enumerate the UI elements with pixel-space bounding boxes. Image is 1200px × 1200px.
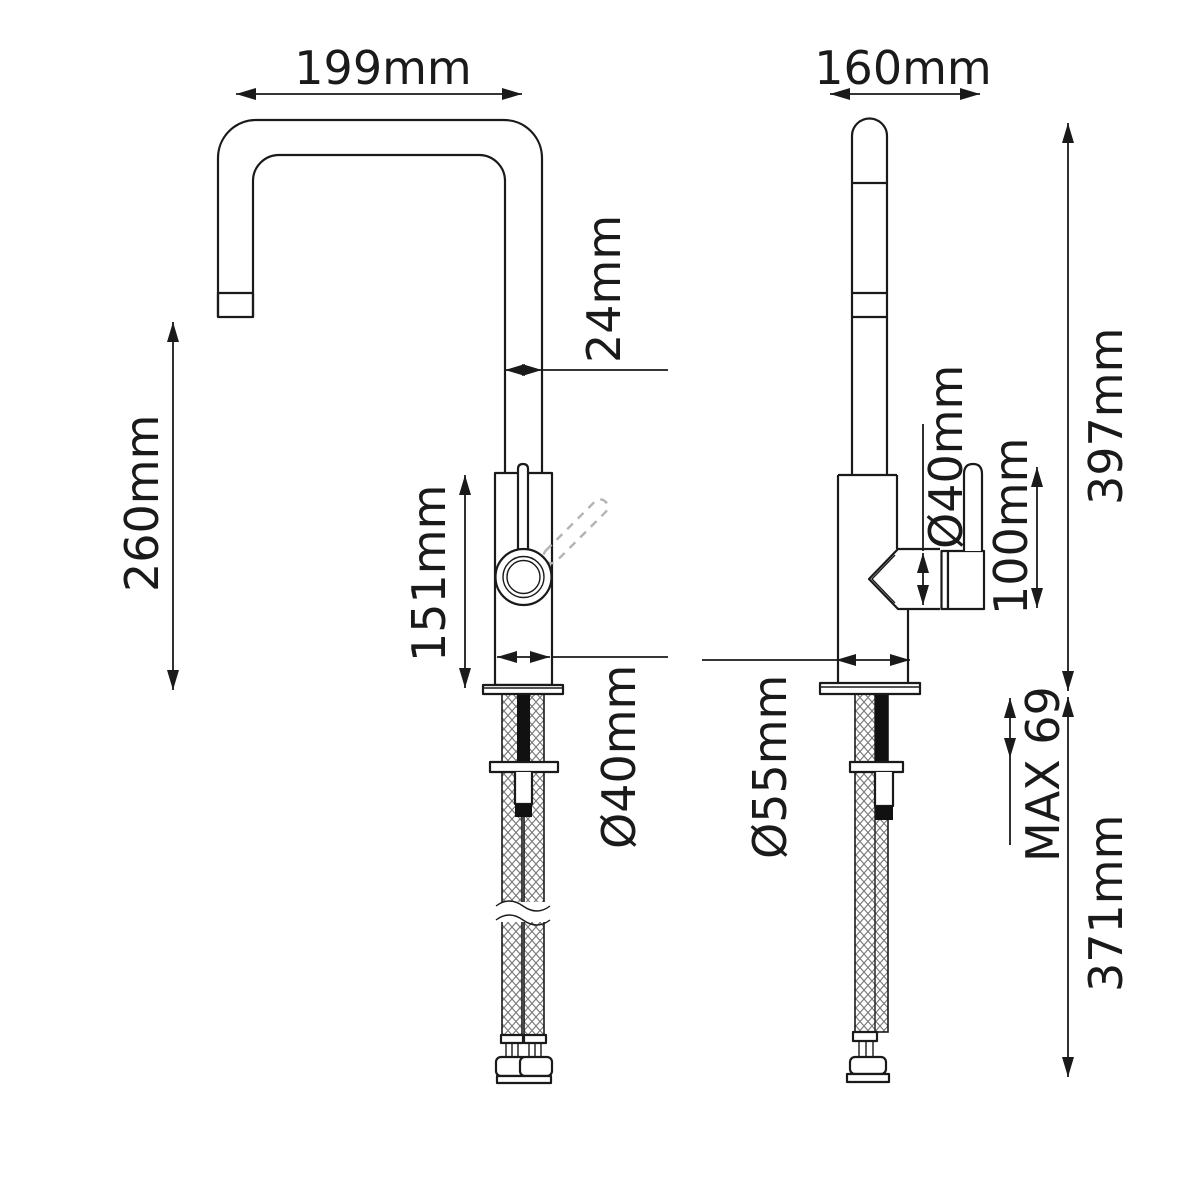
body-front <box>493 462 609 687</box>
threaded-rod-side <box>875 694 888 762</box>
dim-label-spout-clearance: 260mm <box>115 415 169 592</box>
hex-nut-front-2 <box>518 1055 554 1078</box>
dim-base-side: Ø55mm <box>702 654 910 859</box>
spout-cap-side <box>850 117 889 183</box>
dim-body-height: 151mm <box>402 475 471 688</box>
handle-joint-ring-inner <box>506 559 541 595</box>
mounting-washer-front <box>488 760 560 774</box>
spout-outlet <box>216 291 255 319</box>
mounting-stud-tip-side <box>875 806 893 820</box>
hose-collar-front-2 <box>522 1033 548 1045</box>
dim-label-base-side: Ø55mm <box>743 675 797 859</box>
front-view <box>216 118 609 1085</box>
dim-handle-length: 100mm <box>984 438 1043 615</box>
flange-front <box>481 683 565 696</box>
dim-label-body-height: 151mm <box>402 485 456 662</box>
dim-label-spout-tube: 24mm <box>577 215 631 363</box>
side-view <box>818 117 986 1084</box>
base-flange-front <box>481 683 565 696</box>
lever-phantom <box>542 498 609 565</box>
hex-nut-side <box>848 1055 888 1076</box>
handle-barrel <box>946 549 986 611</box>
spout-side <box>850 117 889 475</box>
dim-spout-reach: 199mm <box>236 41 522 100</box>
handle-cone-chamfer <box>871 554 896 604</box>
base-flange-side <box>818 681 922 696</box>
dim-label-spout-reach: 199mm <box>294 41 471 95</box>
hose-break-wave-bottom <box>495 914 551 926</box>
spout-column-side <box>850 183 889 475</box>
dim-max-worktop: MAX 69 <box>1004 686 1070 862</box>
hose-break-wave-top <box>495 900 551 912</box>
handle-joint-ring-mid <box>502 555 545 599</box>
dim-spout-clearance: 260mm <box>115 322 179 690</box>
mounting-stud-front <box>513 772 534 806</box>
mounting-stud-tip-front <box>515 804 532 817</box>
spout-inner-edge <box>251 153 507 473</box>
hoses-front <box>488 693 560 1085</box>
nut-plate-side <box>845 1072 891 1084</box>
dim-label-handle-joint: Ø40mm <box>919 365 973 549</box>
dim-label-max-worktop: MAX 69 <box>1016 686 1070 862</box>
mounting-washer-side <box>848 760 905 774</box>
dim-total-height: 397mm <box>1062 123 1133 691</box>
dim-spout-tube: 24mm <box>505 215 668 376</box>
dim-below-worktop: 371mm <box>1062 697 1133 1077</box>
threaded-rod-front <box>517 694 530 762</box>
dim-base-front: Ø40mm <box>497 651 668 849</box>
dim-label-side-reach: 160mm <box>814 41 991 95</box>
dim-label-base-front: Ø40mm <box>592 665 646 849</box>
lever-phantom-outline <box>542 498 609 565</box>
dimensions: 199mm 160mm 24mm 260mm 151mm Ø40mm <box>115 41 1133 1077</box>
hose-side <box>845 693 905 1084</box>
flange-side <box>818 681 922 696</box>
dim-handle-joint: Ø40mm <box>917 365 973 605</box>
spout-outer-edge <box>216 118 544 473</box>
handle-cone <box>867 547 940 611</box>
dim-label-handle-length: 100mm <box>984 438 1038 615</box>
hose-ribs-side <box>858 1041 874 1057</box>
hose-collar-front-1 <box>499 1033 525 1045</box>
dim-side-reach: 160mm <box>814 41 992 100</box>
dim-label-below-worktop: 371mm <box>1079 815 1133 992</box>
nut-plate-front <box>495 1074 553 1085</box>
hose-ribs-front <box>505 1043 542 1057</box>
handle-joint-ring-outer <box>494 547 553 607</box>
dim-label-total-height: 397mm <box>1079 328 1133 505</box>
mounting-stud-side <box>873 772 895 808</box>
spout-front <box>216 118 544 473</box>
hose-break-gap <box>496 902 550 922</box>
lever-pin <box>516 462 530 551</box>
handle-grip <box>962 462 984 551</box>
hose-collar-side <box>851 1030 879 1043</box>
